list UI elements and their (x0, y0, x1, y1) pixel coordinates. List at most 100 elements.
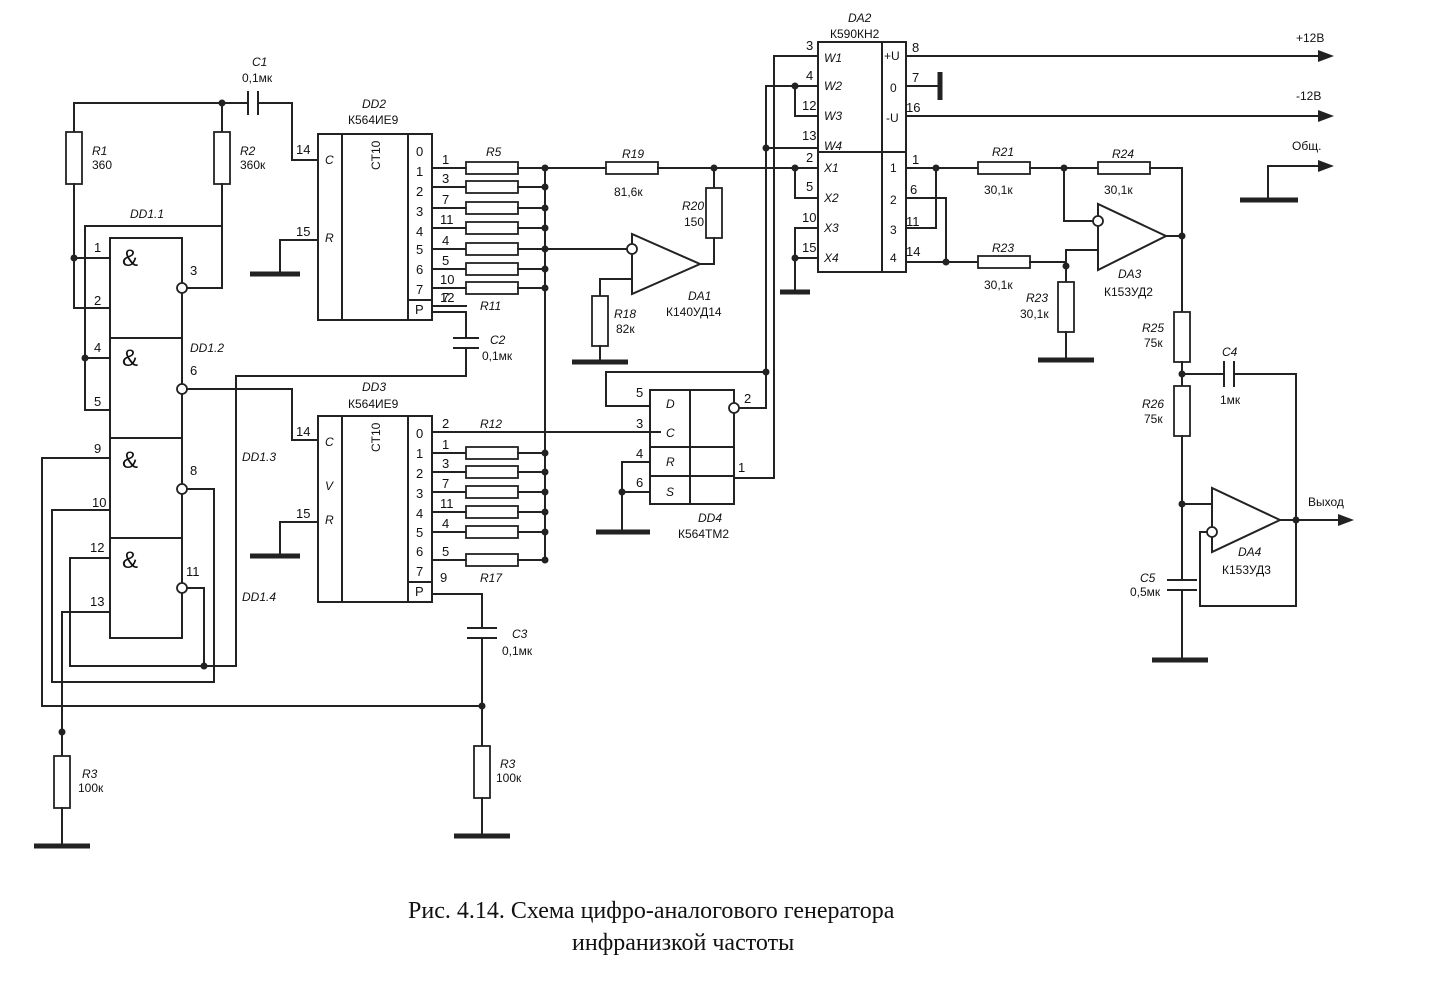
da2-type: К590КН2 (830, 27, 880, 41)
svg-text:5: 5 (442, 253, 449, 268)
da1-name: DA1 (688, 289, 711, 303)
svg-text:R: R (325, 513, 334, 527)
c4-value: 1мк (1220, 393, 1241, 407)
svg-text:W2: W2 (824, 79, 842, 93)
svg-text:0: 0 (416, 426, 423, 441)
svg-text:15: 15 (296, 506, 310, 521)
r21-name: R21 (992, 145, 1014, 159)
dd1-4-and-symbol: & (122, 547, 138, 574)
svg-text:4: 4 (94, 340, 101, 355)
dd1-1-and-symbol: & (122, 245, 138, 272)
da3-type: К153УД2 (1104, 285, 1153, 299)
svg-text:14: 14 (296, 424, 310, 439)
svg-text:7: 7 (912, 70, 919, 85)
svg-text:X4: X4 (823, 251, 839, 265)
svg-text:9: 9 (440, 570, 447, 585)
svg-text:X2: X2 (823, 191, 839, 205)
svg-text:4: 4 (806, 68, 813, 83)
summing-bus (541, 164, 633, 564)
svg-text:2: 2 (806, 150, 813, 165)
svg-text:13: 13 (90, 594, 104, 609)
svg-text:X3: X3 (823, 221, 839, 235)
r11-name: R11 (480, 299, 501, 313)
svg-text:0: 0 (890, 81, 897, 95)
dd1-4-label: DD1.4 (242, 590, 276, 604)
svg-text:C: C (325, 435, 334, 449)
svg-text:1: 1 (912, 152, 919, 167)
r3a-name: R3 (82, 767, 98, 781)
da1-type: К140УД14 (666, 305, 722, 319)
r18-value: 82к (616, 322, 635, 336)
svg-text:7: 7 (416, 282, 423, 297)
svg-text:C: C (666, 426, 675, 440)
svg-text:V: V (325, 479, 334, 493)
r1-value: 360 (92, 158, 112, 172)
r26-name: R26 (1142, 397, 1164, 411)
r5-name: R5 (486, 145, 502, 159)
svg-text:4: 4 (890, 251, 897, 265)
dd2-counter: DD2 К564ИЕ9 CT10 C R 14 15 0 1 2 3 4 5 6… (250, 97, 433, 321)
svg-text:4: 4 (442, 233, 449, 248)
svg-text:P: P (415, 584, 424, 599)
svg-text:7: 7 (442, 192, 449, 207)
svg-text:8: 8 (912, 40, 919, 55)
r1-name: R1 (92, 144, 107, 158)
r23b-name: R23 (1026, 291, 1048, 305)
dd3-counter: DD3 К564ИЕ9 CT10 C V R 14 15 0 1 2 3 4 5… (250, 380, 433, 603)
svg-text:7: 7 (442, 476, 449, 491)
svg-text:3: 3 (442, 171, 449, 186)
svg-text:4: 4 (442, 516, 449, 531)
gate-wiring: R3 100к (34, 375, 486, 849)
svg-text:1: 1 (94, 240, 101, 255)
svg-text:10: 10 (802, 210, 816, 225)
dd3-core: CT10 (369, 422, 383, 452)
da2-name: DA2 (848, 11, 872, 25)
svg-text:P: P (415, 302, 424, 317)
svg-text:R: R (325, 231, 334, 245)
svg-text:2: 2 (94, 293, 101, 308)
c4-name: C4 (1222, 345, 1238, 359)
dd4-name: DD4 (698, 511, 722, 525)
svg-text:5: 5 (636, 385, 643, 400)
svg-text:2: 2 (416, 466, 423, 481)
r26-value: 75к (1144, 412, 1163, 426)
c5-name: C5 (1140, 571, 1156, 585)
svg-text:0: 0 (416, 144, 423, 159)
svg-text:3: 3 (890, 223, 897, 237)
da1-stage: R19 81,6к R20 150 R18 82к DA1 К140УД14 (572, 147, 819, 365)
svg-text:6: 6 (190, 363, 197, 378)
dd1-3-and-symbol: & (122, 447, 138, 474)
r12-name: R12 (480, 417, 502, 431)
svg-text:1: 1 (890, 161, 897, 175)
r25-name: R25 (1142, 321, 1164, 335)
r17-name: R17 (480, 571, 503, 585)
svg-text:2: 2 (890, 193, 897, 207)
svg-text:1: 1 (416, 164, 423, 179)
svg-text:3: 3 (416, 486, 423, 501)
dd1-2-label: DD1.2 (190, 341, 224, 355)
rail-plus12: +12В (1296, 31, 1324, 45)
svg-text:5: 5 (442, 544, 449, 559)
svg-text:1: 1 (416, 446, 423, 461)
dd1-2-and-symbol: & (122, 345, 138, 372)
svg-text:7: 7 (442, 290, 449, 305)
svg-text:R: R (666, 455, 675, 469)
svg-text:3: 3 (190, 263, 197, 278)
svg-text:16: 16 (906, 100, 920, 115)
dd2-core: CT10 (369, 140, 383, 170)
svg-text:12: 12 (90, 540, 104, 555)
svg-text:11: 11 (906, 214, 920, 229)
r20-name: R20 (682, 199, 704, 213)
svg-text:10: 10 (440, 272, 454, 287)
c2-name: C2 (490, 333, 506, 347)
svg-text:-U: -U (886, 111, 899, 125)
svg-text:1: 1 (442, 437, 449, 452)
svg-text:12: 12 (802, 98, 816, 113)
r19-name: R19 (622, 147, 644, 161)
r25-value: 75к (1144, 336, 1163, 350)
c1-value: 0,1мк (242, 71, 273, 85)
da4-type: К153УД3 (1222, 563, 1271, 577)
svg-text:3: 3 (442, 456, 449, 471)
svg-text:1: 1 (738, 460, 745, 475)
